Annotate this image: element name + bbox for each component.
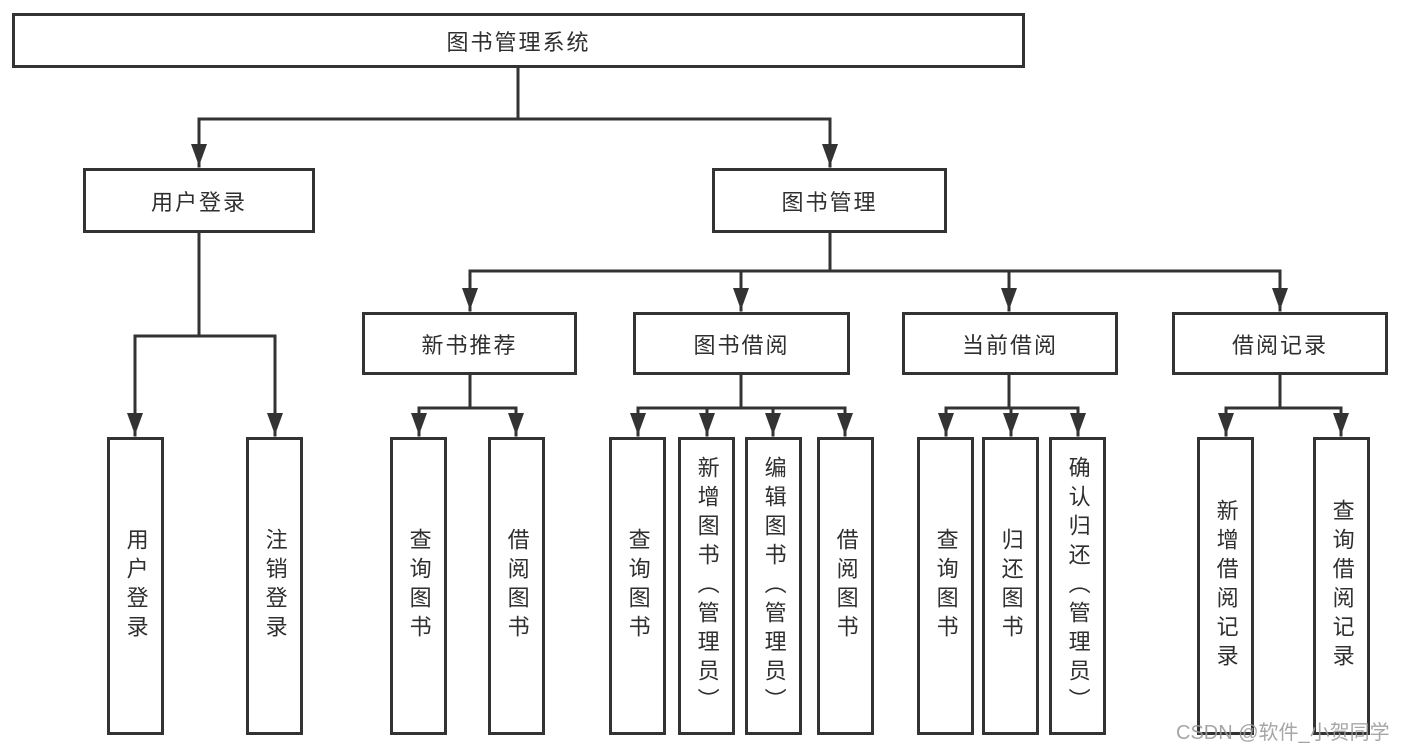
leaf-borrow-books-borrowing: 借阅图书	[817, 437, 874, 735]
leaf-label: 编辑图书（管理员）	[761, 455, 787, 717]
connector-book-borrowing	[630, 373, 853, 437]
leaf-label: 确认归还（管理员）	[1065, 455, 1091, 717]
connector-root	[191, 66, 838, 168]
leaf-borrow-books-recommend: 借阅图书	[488, 437, 545, 735]
connector-current-borrowing	[938, 373, 1086, 437]
connector-new-book-recommendation	[411, 373, 524, 437]
connector-user-login	[127, 231, 283, 437]
leaf-label: 归还图书	[998, 528, 1024, 644]
node-label: 用户登录	[150, 189, 247, 215]
leaf-query-books-recommend: 查询图书	[390, 437, 447, 735]
leaf-return-books: 归还图书	[982, 437, 1039, 735]
node-current-borrowing: 当前借阅	[902, 312, 1118, 375]
leaf-logout: 注销登录	[246, 437, 303, 735]
leaf-label: 查询图书	[625, 528, 651, 644]
node-label: 图书管理	[781, 189, 878, 215]
leaf-add-borrow-record: 新增借阅记录	[1197, 437, 1254, 735]
node-book-borrowing: 图书借阅	[633, 312, 850, 375]
leaf-user-login: 用户登录	[107, 437, 164, 735]
node-user-login: 用户登录	[83, 168, 315, 233]
node-label: 图书借阅	[693, 332, 790, 358]
leaf-add-books-admin: 新增图书（管理员）	[678, 437, 735, 735]
node-label: 借阅记录	[1231, 332, 1328, 358]
leaf-query-books-current: 查询图书	[917, 437, 974, 735]
node-borrowing-records: 借阅记录	[1172, 312, 1388, 375]
node-label: 当前借阅	[961, 332, 1058, 358]
leaf-query-borrow-record: 查询借阅记录	[1313, 437, 1370, 735]
leaf-query-books-borrowing: 查询图书	[609, 437, 666, 735]
node-label: 新书推荐	[421, 332, 518, 358]
node-new-book-recommendation: 新书推荐	[362, 312, 577, 375]
csdn-watermark: CSDN @软件_小贺同学	[1176, 722, 1390, 744]
leaf-label: 新增借阅记录	[1213, 499, 1239, 673]
leaf-label: 用户登录	[123, 528, 149, 644]
node-label: 图书管理系统	[446, 29, 591, 55]
leaf-label: 查询图书	[406, 528, 432, 644]
leaf-label: 借阅图书	[833, 528, 859, 644]
node-book-management: 图书管理	[712, 168, 947, 233]
leaf-label: 新增图书（管理员）	[694, 455, 720, 717]
leaf-label: 查询图书	[933, 528, 959, 644]
leaf-edit-books-admin: 编辑图书（管理员）	[745, 437, 802, 735]
leaf-label: 借阅图书	[504, 528, 530, 644]
node-library-system: 图书管理系统	[12, 13, 1025, 68]
connector-book-management	[462, 231, 1288, 312]
leaf-confirm-return-admin: 确认归还（管理员）	[1049, 437, 1106, 735]
leaf-label: 注销登录	[262, 528, 288, 644]
connector-borrowing-records	[1218, 373, 1349, 437]
leaf-label: 查询借阅记录	[1329, 499, 1355, 673]
